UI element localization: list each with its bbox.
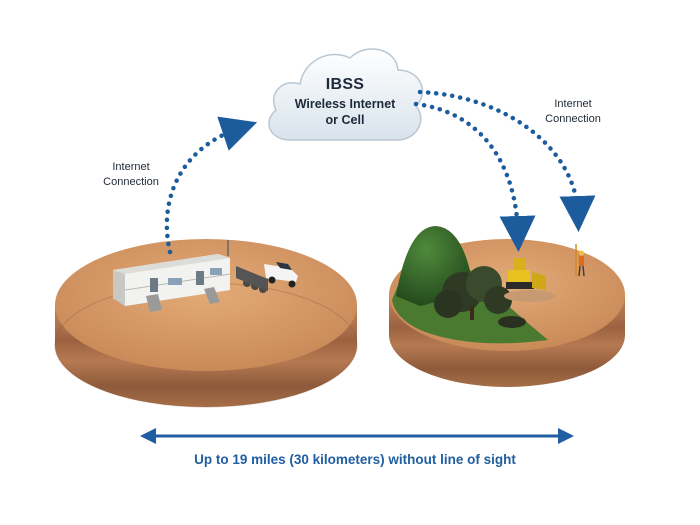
right-label-line-1: Internet (554, 98, 592, 110)
cloud-title: IBSS (325, 76, 365, 93)
arrow-left-to-cloud (164, 116, 258, 255)
right-label-line-2: Connection (545, 113, 601, 125)
distance-arrow (140, 428, 574, 444)
arrow-cloud-to-surveyor (417, 89, 596, 232)
left-label-line-2: Connection (103, 176, 159, 188)
cloud-line-2: or Cell (325, 113, 365, 127)
arrow-cloud-to-bulldozer (413, 101, 536, 252)
office-trailer (113, 240, 231, 312)
left-label-line-1: Internet (112, 161, 150, 173)
dotted-arrows (164, 89, 596, 255)
pipe-stack (236, 266, 268, 293)
surveyor (575, 244, 585, 277)
bulldozer (504, 258, 556, 302)
tree-cluster (434, 266, 526, 328)
internet-connection-right-label: Internet Connection (534, 97, 612, 127)
internet-connection-left-label: Internet Connection (92, 160, 170, 190)
distance-caption: Up to 19 miles (30 kilometers) without l… (194, 452, 516, 467)
pickup-truck (264, 262, 298, 288)
cloud-line-1: Wireless Internet (294, 97, 396, 111)
